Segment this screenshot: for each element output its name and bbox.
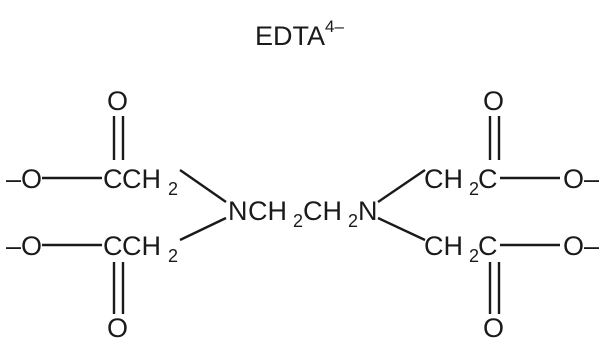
nitrogen-left: N: [228, 196, 248, 226]
bond-ch2-to-n-left-lower: [179, 216, 227, 242]
ch2-upper-right: CH: [424, 164, 463, 194]
nitrogen-right: N: [358, 196, 378, 226]
upper-left-carboxylate: O –O C CH 2: [6, 86, 178, 199]
ch2-center-left-sub: 2: [293, 211, 303, 231]
ch2-upper-right-sub: 2: [469, 179, 479, 199]
carbon-lower-right: C: [478, 231, 498, 261]
lower-left-carboxylate: –O C CH 2 O: [6, 231, 178, 342]
ch2-lower-right-sub: 2: [469, 246, 479, 266]
ch2-center-left: CH: [248, 196, 287, 226]
diagram-title: EDTA 4–: [255, 17, 344, 51]
bond-n-right-to-ch2-lower: [377, 216, 426, 242]
bond-n-right-to-ch2-upper: [377, 169, 426, 203]
ch2-upper-left-sub: 2: [168, 179, 178, 199]
anion-oxygen-lower-left: –O: [6, 231, 42, 261]
anion-oxygen-upper-left: –O: [6, 164, 42, 194]
ch2-lower-right: CH: [424, 231, 463, 261]
ch2-lower-left: CH: [122, 231, 161, 261]
ethylenediamine-core: N CH 2 CH 2 N: [179, 169, 426, 242]
carbonyl-oxygen-upper-left: O: [107, 86, 128, 116]
carbonyl-oxygen-lower-right: O: [483, 313, 504, 342]
ch2-center-right: CH: [303, 196, 342, 226]
carbon-upper-left: C: [103, 164, 123, 194]
oxygen-anion-upper-right: O–: [563, 164, 599, 194]
title-charge: 4–: [325, 17, 344, 36]
carbonyl-oxygen-lower-left: O: [107, 313, 128, 342]
upper-right-carboxylate: O CH 2 C O–: [424, 86, 599, 199]
bond-ch2-to-n-left-upper: [179, 169, 227, 203]
carbonyl-oxygen-upper-right: O: [483, 86, 504, 116]
ch2-upper-left: CH: [122, 164, 161, 194]
carbon-upper-right: C: [478, 164, 498, 194]
ch2-center-right-sub: 2: [348, 211, 358, 231]
ch2-lower-left-sub: 2: [168, 246, 178, 266]
carbon-lower-left: C: [103, 231, 123, 261]
title-name: EDTA: [255, 21, 325, 51]
oxygen-anion-lower-right: O–: [563, 231, 599, 261]
lower-right-carboxylate: CH 2 C O– O: [424, 231, 599, 342]
